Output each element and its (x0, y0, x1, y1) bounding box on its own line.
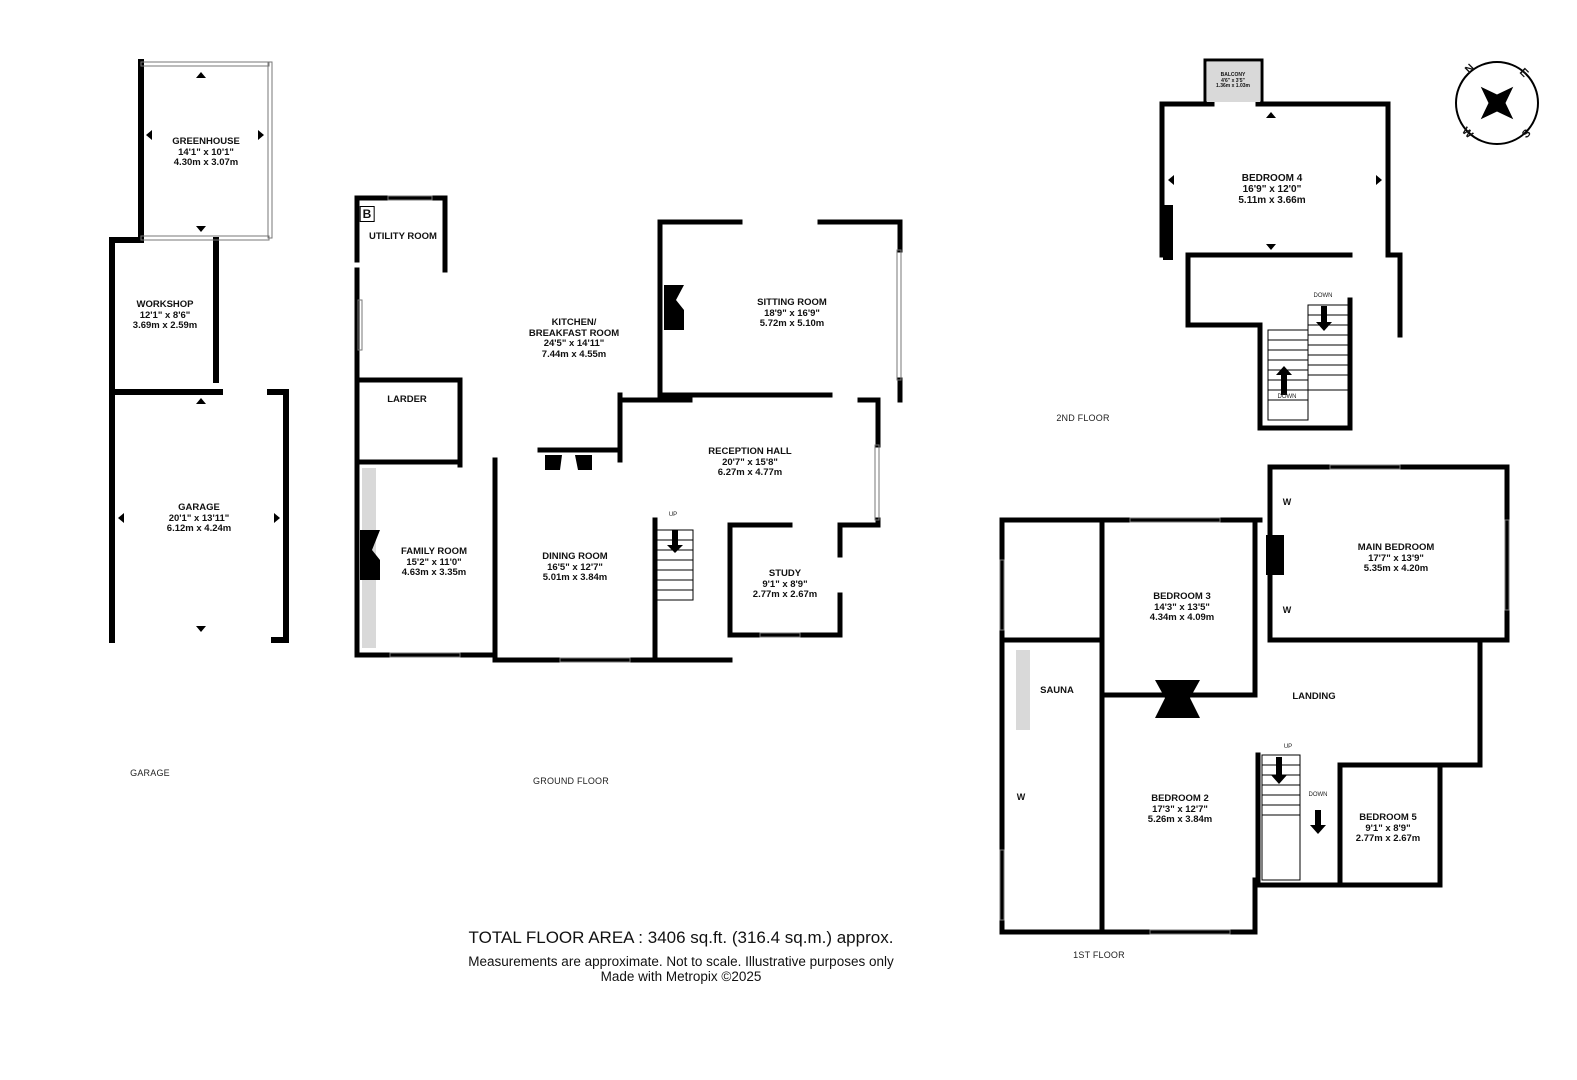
wardrobe-label: W (1016, 792, 1026, 802)
room-dimensions-imperial: 12'1" x 8'6" (139, 309, 191, 321)
total-floor-area: TOTAL FLOOR AREA : 3406 sq.ft. (316.4 sq… (468, 928, 894, 947)
room-kitchen-breakfast: KITCHEN/ BREAKFAST ROOM 24'5" x 14'11" 7… (528, 317, 620, 360)
room-dimensions-metric: 5.01m x 3.84m (542, 572, 608, 583)
room-name: MAIN BEDROOM (1357, 542, 1435, 553)
stairs-up-label: UP (1283, 744, 1293, 750)
room-workshop: WORKSHOP 12'1" x 8'6" 3.69m x 2.59m (132, 299, 198, 332)
dimension-arrows (118, 72, 1382, 632)
room-dimensions-metric: 7.44m x 4.55m (541, 348, 607, 360)
boiler-label: B (359, 206, 375, 222)
room-name: UTILITY ROOM (369, 231, 437, 242)
room-dimensions-imperial: 9'1" x 8'9" (762, 578, 808, 590)
room-dimensions-imperial: 20'1" x 13'11" (168, 512, 230, 524)
shaded-areas (362, 62, 1260, 730)
room-sauna: SAUNA (1040, 685, 1074, 697)
room-greenhouse: GREENHOUSE 14'1" x 10'1" 4.30m x 3.07m (172, 136, 240, 169)
room-bedroom-5: BEDROOM 5 9'1" x 8'9" 2.77m x 2.67m (1355, 812, 1421, 845)
room-name: DINING ROOM (542, 551, 608, 562)
room-name: BEDROOM 5 (1359, 812, 1417, 823)
room-main-bedroom: MAIN BEDROOM 17'7" x 13'9" 5.35m x 4.20m (1357, 542, 1435, 575)
room-dimensions-imperial: 9'1" x 8'9" (1365, 822, 1411, 834)
room-name: STUDY (768, 568, 802, 579)
floor-caption-ground: GROUND FLOOR (533, 776, 609, 786)
room-dimensions-metric: 4.63m x 3.35m (401, 567, 467, 578)
room-garage: GARAGE 20'1" x 13'11" 6.12m x 4.24m (166, 502, 232, 535)
ground-floor-walls (354, 195, 903, 663)
room-dimensions-metric: 1.36m x 1.03m (1216, 83, 1250, 89)
room-dimensions-imperial: 15'2" x 11'0" (406, 556, 462, 568)
room-dimensions-imperial: 17'7" x 13'9" (1368, 552, 1424, 564)
room-name: GARAGE (178, 502, 220, 513)
stairs-down-label: DOWN (1308, 792, 1328, 798)
room-bedroom-3: BEDROOM 3 14'3" x 13'5" 4.34m x 4.09m (1149, 591, 1215, 624)
footer: TOTAL FLOOR AREA : 3406 sq.ft. (316.4 sq… (468, 928, 893, 984)
room-dimensions-imperial: 14'3" x 13'5" (1154, 601, 1210, 613)
room-name: BEDROOM 2 (1151, 793, 1209, 804)
room-balcony: BALCONY 4'6" x 3'5" 1.36m x 1.03m (1216, 72, 1250, 90)
room-dining: DINING ROOM 16'5" x 12'7" 5.01m x 3.84m (542, 551, 608, 584)
room-reception-hall: RECEPTION HALL 20'7" x 15'8" 6.27m x 4.7… (708, 446, 792, 479)
room-name: BALCONY (1220, 72, 1246, 78)
room-dimensions-metric: 4.30m x 3.07m (173, 157, 239, 168)
room-name: LANDING (1292, 691, 1336, 702)
room-dimensions-imperial: 16'9" x 12'0" (1242, 184, 1302, 195)
room-dimensions-metric: 3.69m x 2.59m (132, 320, 198, 331)
first-floor-walls (999, 464, 1510, 935)
room-bedroom-2: BEDROOM 2 17'3" x 12'7" 5.26m x 3.84m (1147, 793, 1213, 826)
room-name: LARDER (387, 394, 427, 405)
wardrobe-label: W (1282, 497, 1292, 507)
room-dimensions-metric: 4.34m x 4.09m (1149, 612, 1215, 623)
room-name-line2: BREAKFAST ROOM (528, 327, 620, 339)
room-dimensions-imperial: 20'7" x 15'8" (722, 456, 778, 468)
room-dimensions-imperial: 4'6" x 3'5" (1221, 77, 1245, 84)
wardrobe-label: W (1282, 605, 1292, 615)
room-dimensions-metric: 5.26m x 3.84m (1147, 814, 1213, 825)
stairs-up-label: UP (668, 512, 678, 518)
room-dimensions-imperial: 24'5" x 14'11" (543, 338, 605, 349)
room-dimensions-metric: 2.77m x 2.67m (1355, 833, 1421, 844)
room-family: FAMILY ROOM 15'2" x 11'0" 4.63m x 3.35m (401, 546, 467, 579)
room-name: FAMILY ROOM (401, 546, 467, 557)
room-name: RECEPTION HALL (708, 446, 792, 457)
room-dimensions-metric: 5.72m x 5.10m (759, 318, 825, 329)
windows (140, 61, 1510, 935)
room-dimensions-imperial: 14'1" x 10'1" (178, 146, 234, 158)
room-study: STUDY 9'1" x 8'9" 2.77m x 2.67m (752, 568, 818, 601)
room-larder: LARDER (387, 394, 427, 406)
floor-caption-second: 2ND FLOOR (1056, 413, 1110, 423)
compass-rose-icon (1455, 61, 1539, 145)
stairs-down-label: DOWN (1277, 394, 1297, 400)
room-utility: UTILITY ROOM (369, 231, 437, 243)
room-dimensions-metric: 6.12m x 4.24m (166, 523, 232, 534)
staircases (656, 304, 1349, 881)
room-name: SAUNA (1040, 685, 1074, 696)
room-dimensions-metric: 5.35m x 4.20m (1363, 563, 1429, 574)
stairs-down-label: DOWN (1313, 293, 1333, 299)
room-name: SITTING ROOM (757, 297, 827, 308)
stair-arrows (667, 306, 1332, 834)
credit: Made with Metropix ©2025 (600, 969, 762, 984)
room-name: BEDROOM 3 (1153, 591, 1211, 602)
room-dimensions-imperial: 16'5" x 12'7" (547, 561, 603, 573)
floor-caption-garage: GARAGE (130, 768, 170, 778)
room-name: BEDROOM 4 (1241, 173, 1303, 184)
room-dimensions-metric: 2.77m x 2.67m (752, 589, 818, 600)
room-landing: LANDING (1292, 691, 1336, 703)
room-bedroom-4: BEDROOM 4 16'9" x 12'0" 5.11m x 3.66m (1238, 173, 1305, 206)
garage-block-walls (109, 59, 289, 643)
room-name: KITCHEN/ (551, 317, 597, 328)
room-dimensions-metric: 6.27m x 4.77m (717, 467, 783, 478)
room-dimensions-metric: 5.11m x 3.66m (1238, 195, 1306, 206)
room-name: WORKSHOP (136, 299, 194, 310)
room-name: GREENHOUSE (172, 136, 240, 147)
room-sitting: SITTING ROOM 18'9" x 16'9" 5.72m x 5.10m (757, 297, 827, 330)
second-floor-walls (1159, 58, 1403, 431)
room-dimensions-imperial: 18'9" x 16'9" (764, 307, 820, 319)
chimney-breasts (360, 205, 1284, 718)
floor-caption-first: 1ST FLOOR (1073, 950, 1125, 960)
room-dimensions-imperial: 17'3" x 12'7" (1152, 803, 1208, 815)
disclaimer: Measurements are approximate. Not to sca… (468, 954, 894, 969)
